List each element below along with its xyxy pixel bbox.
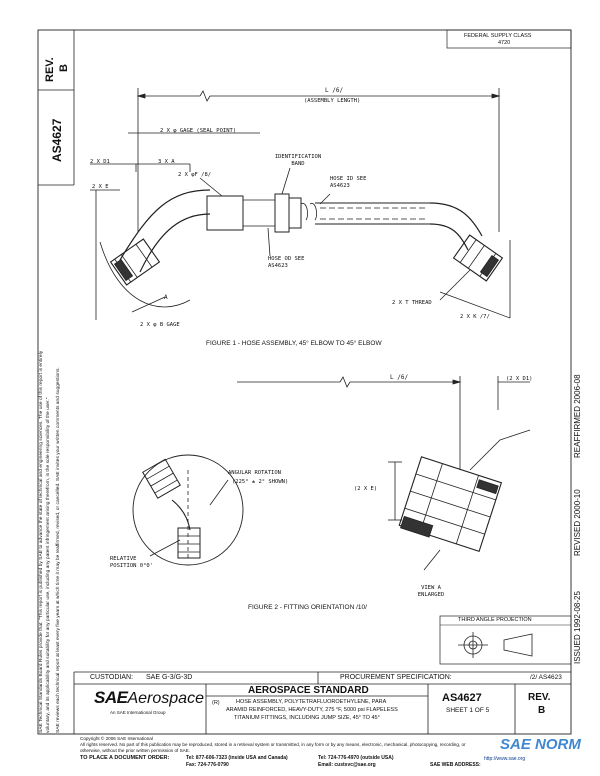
fig2-caption: FIGURE 2 - FITTING ORIENTATION /10/: [248, 604, 367, 611]
fig2-rotation-value: (225° ± 2° SHOWN): [232, 479, 289, 485]
fig1-ident-band: IDENTIFICATION BAND: [274, 154, 322, 167]
title-doc-number: AS4627: [442, 692, 482, 704]
supply-class-box: [446, 29, 572, 49]
side-doc-number: AS4627: [50, 118, 64, 162]
title-block: [73, 671, 571, 734]
fig2-view-a: VIEW A ENLARGED: [417, 585, 445, 598]
history-reaffirmed: REAFFIRMED 2006-08: [573, 374, 582, 458]
fig1-e-label: 2 X E: [92, 184, 109, 190]
history-issued: ISSUED 1992-08-25: [573, 591, 582, 664]
footer-fax: Fax: 724-776-0790: [186, 762, 229, 768]
sae-logo-aerospace: Aerospace: [127, 690, 204, 707]
custodian-value: SAE G-3/G-3D: [146, 674, 193, 681]
footer-rights: All rights reserved. No part of this pub…: [80, 742, 466, 747]
side-disclaimer-1: SAE Technical Standards Board Rules prov…: [39, 350, 44, 733]
procurement-value: /2/ AS4623: [530, 674, 562, 681]
side-disclaimer-3: SAE reviews each technical report at lea…: [56, 367, 61, 733]
footer-email: Email: custsvc@sae.org: [318, 762, 376, 768]
fig2-e-label: (2 X E): [354, 486, 378, 492]
procurement-label: PROCUREMENT SPECIFICATION:: [340, 674, 452, 681]
standard-title: AEROSPACE STANDARD: [248, 685, 369, 696]
title-rev-value: B: [538, 705, 546, 716]
fig1-a-marker: A: [164, 294, 168, 301]
fig1-d1-label: 2 X D1: [90, 159, 110, 165]
part-title-line-3: TITANIUM FITTINGS, INCLUDING JUMP SIZE, …: [234, 715, 380, 721]
fig1-caption: FIGURE 1 - HOSE ASSEMBLY, 45° ELBOW TO 4…: [206, 340, 382, 347]
fig2-angular-rotation: ANGULAR ROTATION: [228, 470, 281, 476]
history-revised: REVISED 2000-10: [573, 489, 582, 556]
projection-label: THIRD ANGLE PROJECTION: [458, 617, 532, 623]
sae-logo: SAEAerospace: [94, 688, 204, 712]
fig1-k-label: 2 X K /7/: [460, 314, 490, 320]
part-title-prefix: (R): [212, 700, 220, 706]
fig2-length-label: L /6/: [390, 374, 409, 381]
projection-box: [439, 615, 572, 665]
custodian-label: CUSTODIAN:: [90, 674, 134, 681]
sae-logo-sub: An SAE International Group: [110, 710, 166, 715]
footer-rights-2: otherwise, without the prior written per…: [80, 748, 191, 753]
fig1-hose-od: HOSE OD SEE AS4623: [268, 256, 305, 269]
side-rev-label: REV.: [44, 57, 56, 82]
sheet-border: [37, 29, 572, 735]
footer-web-label: SAE WEB ADDRESS:: [430, 762, 481, 768]
footer-copyright: Copyright © 2006 SAE International: [80, 736, 153, 741]
projection-symbol: [458, 632, 533, 658]
figure-2-drawing: [132, 376, 531, 571]
fig2-relative-position: RELATIVE POSITION 0°0': [110, 556, 154, 569]
supply-class-value: 4720: [498, 40, 511, 46]
fig1-a-label: 3 X A: [158, 159, 175, 165]
title-sheet: SHEET 1 OF 5: [446, 707, 490, 714]
fig1-length-label: L /6/: [325, 87, 344, 94]
fig2-d1-label: (2 X D1): [506, 376, 533, 382]
footer-tel-2: Tel: 724-776-4970 (outside USA): [318, 755, 394, 761]
side-disclaimer-2: voluntary, and its applicability and sui…: [46, 397, 51, 733]
fig1-gage-seal: 2 X φ GAGE (SEAL POINT): [160, 128, 237, 134]
fig1-assembly-length: (ASSEMBLY LENGTH): [304, 98, 361, 104]
figure-1-drawing: [90, 88, 511, 320]
fig1-f-dia-label: 2 X φF /8/: [178, 172, 212, 178]
side-rev-value: B: [58, 64, 70, 72]
footer-order-label: TO PLACE A DOCUMENT ORDER:: [80, 755, 170, 761]
fig1-hose-id: HOSE ID SEE AS4623: [330, 176, 367, 189]
sae-norm-watermark: SAE NORM: [500, 736, 581, 753]
title-rev-label: REV.: [528, 692, 551, 703]
fig1-gage-b: 2 X φ B GAGE: [140, 322, 180, 328]
part-title-line-1: HOSE ASSEMBLY, POLYTETRAFLUOROETHYLENE, …: [236, 699, 387, 705]
supply-class-label: FEDERAL SUPPLY CLASS: [464, 33, 532, 39]
part-title-line-2: ARAMID REINFORCED, HEAVY-DUTY, 275 °F, 5…: [226, 707, 398, 713]
footer-tel-1: Tel: 877-606-7323 (inside USA and Canada…: [186, 755, 288, 761]
sae-logo-mark: SAE: [94, 688, 128, 707]
footer-web[interactable]: http://www.sae.org: [484, 756, 526, 762]
fig1-thread-label: 2 X T THREAD: [392, 300, 432, 306]
